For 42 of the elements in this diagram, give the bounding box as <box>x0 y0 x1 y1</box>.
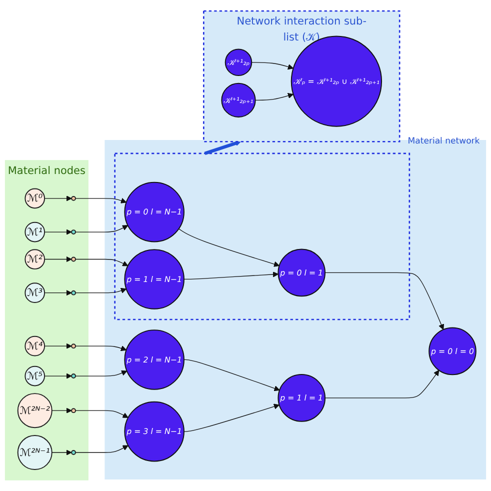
arrow <box>75 258 128 266</box>
node-label: Material network <box>408 136 480 146</box>
arrow <box>44 343 72 349</box>
node-circle <box>71 290 76 296</box>
node-circle <box>71 256 76 262</box>
arrow <box>44 373 72 379</box>
arrow <box>44 229 72 235</box>
node-circle: ℳ⁰ <box>24 188 46 209</box>
arrow <box>184 404 280 432</box>
arrow <box>52 408 72 414</box>
node-circle <box>71 408 76 414</box>
node-circle: ℳ¹ <box>24 222 46 242</box>
node-circle <box>71 450 76 455</box>
arrow <box>44 256 72 262</box>
arrow <box>254 92 294 101</box>
arrow <box>184 272 279 280</box>
node-circle: ℳ² <box>24 249 46 270</box>
arrow <box>52 450 72 456</box>
node-circle <box>71 230 76 234</box>
arrow <box>75 198 127 204</box>
arrow <box>44 196 72 202</box>
arrow <box>184 359 280 392</box>
node-circle: ℳ⁵ <box>24 366 46 386</box>
cluster <box>114 152 410 320</box>
arrow <box>75 410 128 418</box>
arrow <box>75 288 127 294</box>
arrow <box>44 290 72 296</box>
node-circle: ℳ⁴ <box>24 336 46 356</box>
arrow <box>75 225 128 232</box>
node-circle: ℳ²ᴺ⁻² <box>17 393 52 428</box>
node-circle <box>71 344 76 349</box>
arrow <box>75 346 127 352</box>
node-circle <box>71 196 76 201</box>
node-circle <box>71 374 76 378</box>
arrow <box>75 445 128 453</box>
arrow <box>178 228 280 267</box>
arrow <box>324 370 440 398</box>
node-circle: ℳ³ <box>24 282 46 304</box>
node-circle: ℳ²ᴺ⁻¹ <box>17 435 52 470</box>
arrow <box>324 272 444 330</box>
arrow <box>75 370 128 376</box>
arrow <box>251 62 294 70</box>
